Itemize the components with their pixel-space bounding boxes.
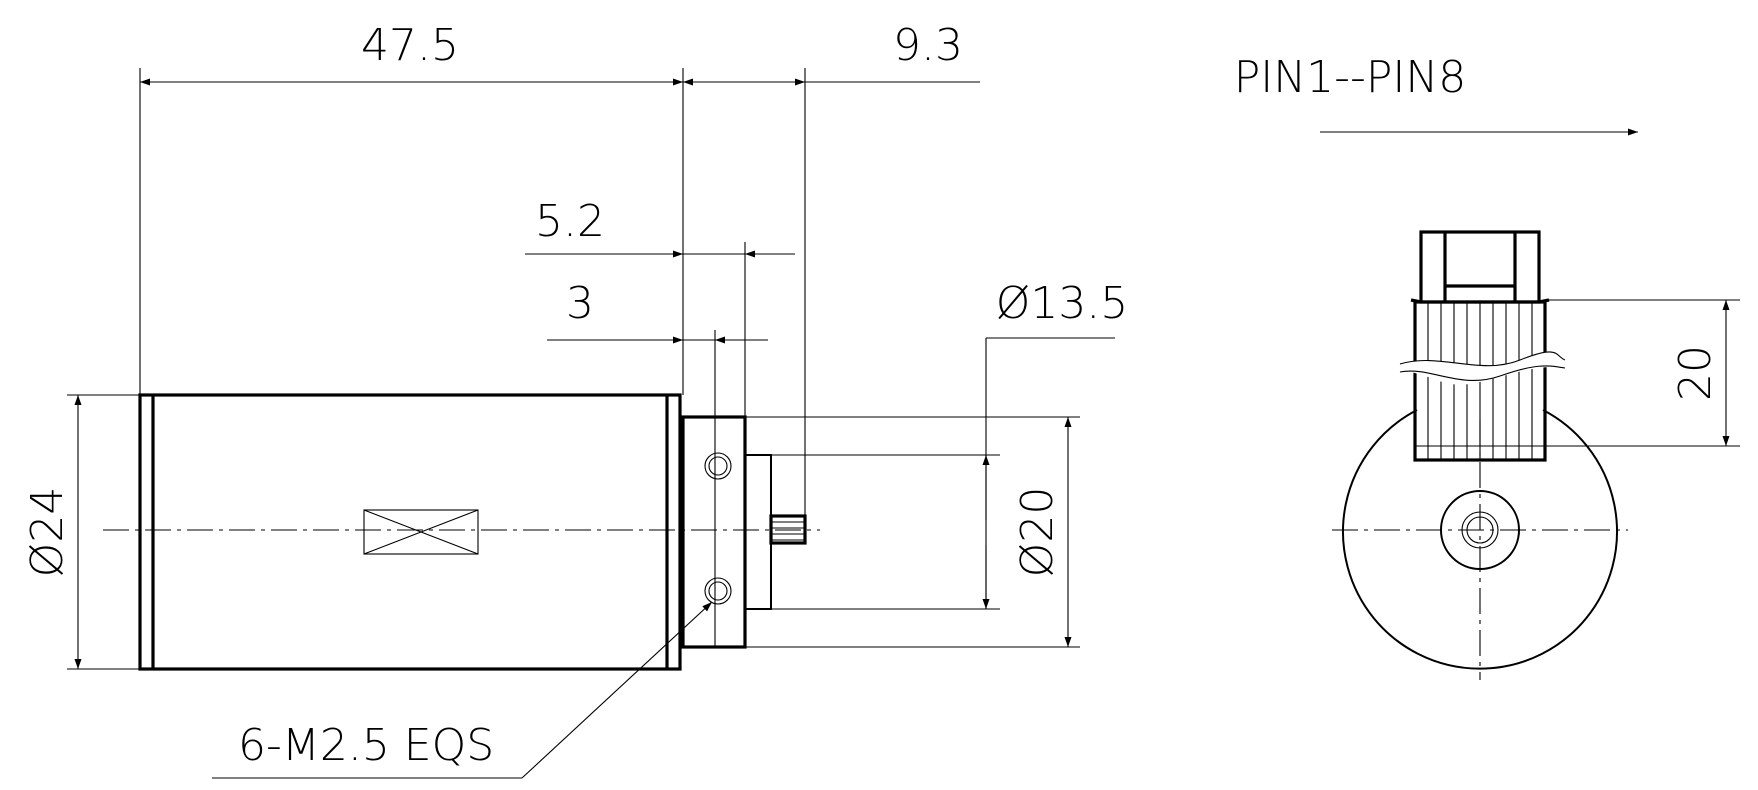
dim-diameter-20: Ø20 [1012,417,1072,647]
dim-diameter-20-label: Ø20 [1012,487,1063,578]
ribbon-cable [1399,300,1566,462]
extension-lines [67,68,1080,670]
motor-body [138,393,682,671]
dim-9-3: 9.3 [683,20,980,86]
dim-9-3-label: 9.3 [893,20,963,71]
dim-5-2-label: 5.2 [535,196,605,247]
dim-diameter-13-5-label: Ø13.5 [996,278,1129,329]
motor-end-disc [1342,409,1618,670]
side-view: 47.5 9.3 5.2 3 [22,20,1129,779]
pin-order-label: PIN1--PIN8 [1234,52,1467,103]
dim-47-5: 47.5 [140,20,683,86]
screw-callout: 6-M2.5 EQS [212,601,713,779]
end-view: PIN1--PIN8 [1234,52,1740,680]
connector [1410,230,1550,304]
dim-height-20-label: 20 [1670,345,1721,401]
screw-callout-label: 6-M2.5 EQS [238,720,494,771]
shaft [744,454,807,610]
dim-5-2: 5.2 [525,196,795,258]
dim-diameter-24: Ø24 [22,395,82,669]
dim-3-label: 3 [566,278,594,329]
dim-height-20: 20 [1545,299,1740,447]
dim-diameter-24-label: Ø24 [22,487,73,578]
dim-47-5-label: 47.5 [361,20,459,71]
pin-order-indicator: PIN1--PIN8 [1234,52,1638,136]
flange [681,330,747,649]
winding-symbol [363,509,479,555]
dim-3: 3 [547,278,768,344]
dim-diameter-13-5: Ø13.5 [982,278,1129,609]
